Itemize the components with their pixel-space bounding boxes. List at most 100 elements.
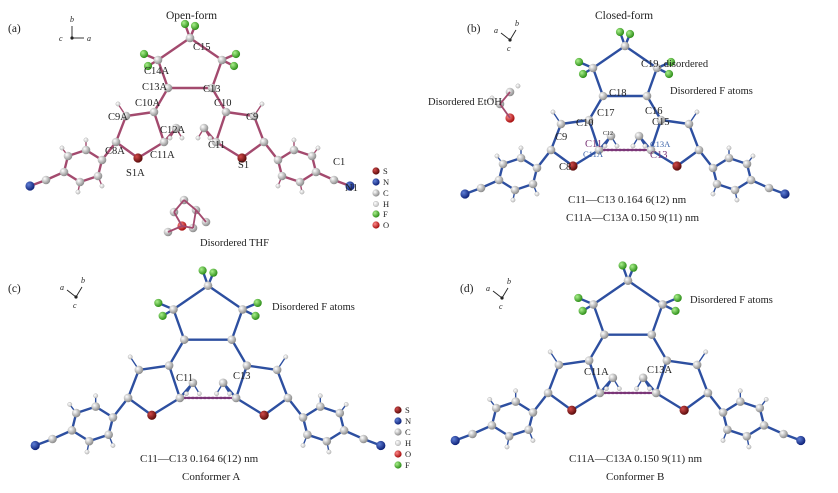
carbon-atom [329, 175, 339, 185]
fluorine-atom [180, 19, 190, 29]
carbon-atom [185, 33, 195, 43]
bond [682, 391, 710, 412]
carbon-atom [516, 153, 526, 163]
fluorine-atom [154, 298, 163, 308]
bond [124, 110, 156, 118]
panel-b-axis-c: c [507, 44, 511, 53]
hydrogen-atom [494, 153, 500, 159]
panel-d-axis-a: a [486, 284, 490, 293]
hydrogen-atom [602, 143, 608, 149]
label-C10A: C10A [135, 98, 161, 109]
carbon-atom [311, 167, 321, 177]
carbon-atom [510, 185, 520, 195]
carbon-atom [41, 175, 51, 185]
sulfur-atom [133, 153, 143, 163]
carbon-atom [171, 123, 181, 133]
bond [592, 279, 630, 306]
nitrogen-atom [460, 189, 470, 199]
fluorine-atom [139, 49, 149, 59]
carbon-atom [692, 360, 702, 370]
carbon-atom [121, 111, 131, 121]
bond [695, 363, 710, 395]
bond [591, 66, 605, 98]
hydrogen-atom [83, 137, 89, 143]
hydrogen-atom [259, 101, 265, 107]
carbon-atom [97, 155, 107, 165]
carbon-atom [273, 155, 283, 165]
label-C8A: C8A [105, 146, 125, 157]
carbon-atom [723, 425, 732, 434]
hydrogen-atom [184, 391, 189, 396]
carbon-atom [662, 356, 672, 365]
label-disordered-f-atoms-d: Disordered F atoms [690, 295, 773, 306]
hydrogen-atom [634, 386, 639, 391]
bond [172, 284, 210, 311]
sulfur-atom [567, 405, 577, 415]
label-d-C13A: C13A [647, 365, 673, 376]
hydrogen-atom [167, 135, 173, 141]
carbon-atom [584, 115, 594, 125]
panel-a-molecule [25, 19, 355, 237]
hydrogen-atom [115, 101, 121, 107]
label-S1: S1 [238, 160, 249, 171]
carbon-atom [543, 388, 553, 398]
bond [654, 359, 669, 395]
bond [214, 140, 244, 160]
carbon-atom [658, 300, 667, 309]
fluorine-atom [190, 21, 200, 31]
label-C13: C13 [203, 84, 221, 95]
hydrogen-atom [214, 391, 219, 396]
hydrogen-atom [317, 393, 323, 399]
carbon-atom [718, 408, 728, 417]
label-disordered-etoh: Disordered EtOH [428, 97, 502, 108]
carbon-atom [238, 305, 247, 314]
sulfur-atom [679, 405, 689, 415]
molB-atoms [460, 27, 790, 203]
panel-b-axes: a b c [494, 19, 519, 53]
carbon-atom [81, 145, 91, 155]
carbon-atom [595, 388, 605, 398]
hydrogen-atom [513, 388, 519, 394]
carbon-atom [528, 179, 538, 189]
panel-c-molecule [30, 266, 386, 455]
bond [172, 308, 186, 341]
carbon-atom [322, 436, 332, 446]
carbon-atom [620, 41, 630, 51]
panel-d-axes: a b c [486, 277, 511, 311]
caption-b-c11a-c13a: C11A—C13A 0.150 9(11) nm [566, 212, 699, 224]
svg-text:F: F [383, 209, 388, 219]
carbon-atom [594, 145, 604, 155]
carbon-atom [504, 431, 514, 441]
carbon-atom [199, 123, 209, 133]
panel-a: (a) Open-form b c a C15 C14A C13A C13 C1… [8, 10, 389, 249]
carbon-atom [179, 335, 189, 344]
legend-a-O: O [372, 220, 389, 230]
nitrogen-atom [450, 435, 460, 446]
svg-text:S: S [383, 166, 388, 176]
hydrogen-atom [343, 402, 349, 407]
carbon-atom [694, 145, 704, 155]
legend-c-H: H [395, 438, 411, 448]
bond [195, 209, 207, 223]
legend-a-C: C [372, 188, 389, 198]
caption-d-conformer: Conformer B [606, 471, 664, 483]
bond [546, 391, 574, 412]
hydrogen-atom [734, 197, 740, 203]
panel-a-legend: S N C H F O [372, 166, 389, 230]
bond [224, 110, 256, 118]
panel-b: (b) Closed-form a b c C19, disordered C1… [428, 10, 790, 224]
carbon-atom [584, 356, 594, 365]
label-C13A: C13A [142, 82, 168, 93]
fluorine-atom [251, 311, 260, 320]
carbon-atom [588, 63, 598, 73]
fluorine-atom [158, 311, 167, 320]
carbon-atom [159, 137, 169, 147]
molC-atoms [30, 266, 386, 455]
fluorine-atom [666, 57, 676, 67]
panel-d: (d) a b c C11A C13A Disordered F atoms C… [450, 261, 806, 483]
svg-text:N: N [405, 416, 411, 426]
carbon-atom [656, 115, 666, 125]
hydrogen-atom [647, 386, 652, 391]
legend-a-S: S [372, 166, 388, 176]
